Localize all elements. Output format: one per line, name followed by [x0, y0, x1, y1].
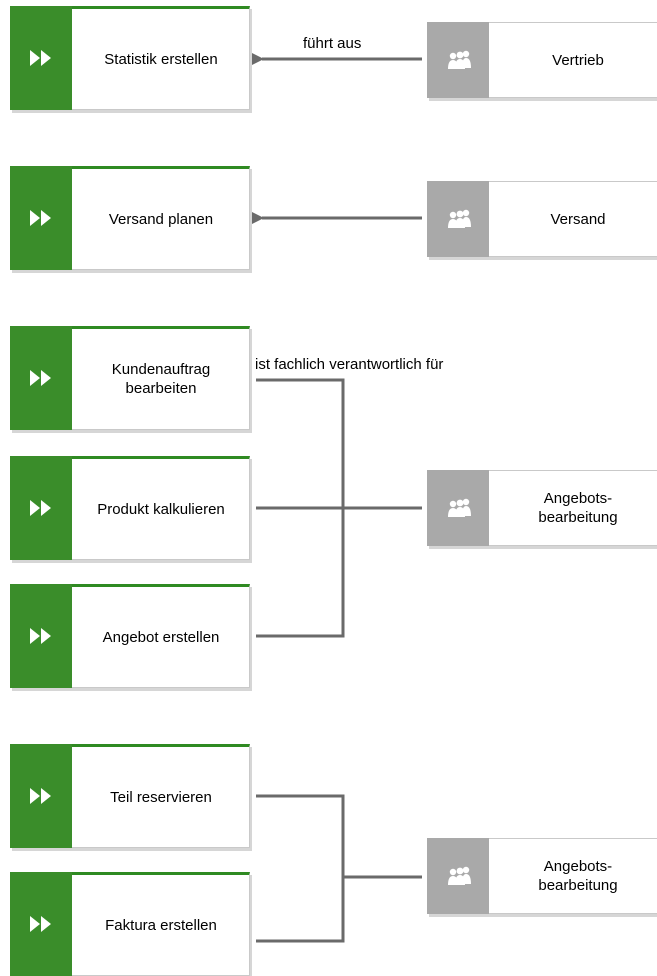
function-label: Faktura erstellen: [105, 916, 217, 934]
function-type-bar: [10, 6, 72, 110]
function-type-bar: [10, 166, 72, 270]
group-icon: [448, 50, 471, 69]
group-icon: [448, 866, 471, 885]
function-type-bar: [10, 326, 72, 430]
function-box-produkt-kalkulieren[interactable]: Produkt kalkulieren: [10, 456, 250, 560]
org-unit-type-bar: [427, 470, 489, 546]
org-unit-vertrieb[interactable]: Vertrieb: [427, 22, 657, 98]
group-icon: [448, 209, 471, 228]
play-forward-icon: [30, 916, 51, 932]
function-type-bar: [10, 872, 72, 976]
function-box-angebot-erstellen[interactable]: Angebot erstellen: [10, 584, 250, 688]
play-forward-icon: [30, 210, 51, 226]
org-unit-label: Angebots- bearbeitung: [538, 858, 618, 894]
function-label: Statistik erstellen: [104, 50, 218, 68]
play-forward-icon: [30, 50, 51, 66]
function-type-bar: [10, 744, 72, 848]
function-box-versand-planen[interactable]: Versand planen: [10, 166, 250, 270]
play-forward-icon: [30, 788, 51, 804]
org-unit-angebotsbearbeitung-1[interactable]: Angebots- bearbeitung: [427, 470, 657, 546]
play-forward-icon: [30, 370, 51, 386]
function-label: Kundenauftrag bearbeiten: [111, 361, 211, 397]
org-unit-label: Versand: [550, 210, 606, 228]
connector-bracket-group4: [256, 794, 345, 943]
function-box-faktura-erstellen[interactable]: Faktura erstellen: [10, 872, 250, 976]
org-unit-label: Vertrieb: [552, 51, 604, 69]
org-unit-label: Angebots- bearbeitung: [538, 490, 618, 526]
play-forward-icon: [30, 500, 51, 516]
connection-label-executes: führt aus: [303, 35, 362, 52]
function-type-bar: [10, 584, 72, 688]
org-unit-versand[interactable]: Versand: [427, 181, 657, 257]
function-type-bar: [10, 456, 72, 560]
function-label: Versand planen: [108, 210, 214, 228]
function-box-statistik-erstellen[interactable]: Statistik erstellen: [10, 6, 250, 110]
org-unit-type-bar: [427, 838, 489, 914]
play-forward-icon: [30, 628, 51, 644]
function-label: Produkt kalkulieren: [97, 500, 225, 518]
group-icon: [448, 498, 471, 517]
function-box-teil-reservieren[interactable]: Teil reservieren: [10, 744, 250, 848]
function-label: Teil reservieren: [110, 788, 212, 806]
connection-label-responsible: ist fachlich verantwortlich für: [255, 356, 444, 373]
org-unit-type-bar: [427, 181, 489, 257]
org-unit-angebotsbearbeitung-2[interactable]: Angebots- bearbeitung: [427, 838, 657, 914]
function-label: Angebot erstellen: [102, 628, 220, 646]
function-box-kundenauftrag-bearbeiten[interactable]: Kundenauftrag bearbeiten: [10, 326, 250, 430]
org-unit-type-bar: [427, 22, 489, 98]
